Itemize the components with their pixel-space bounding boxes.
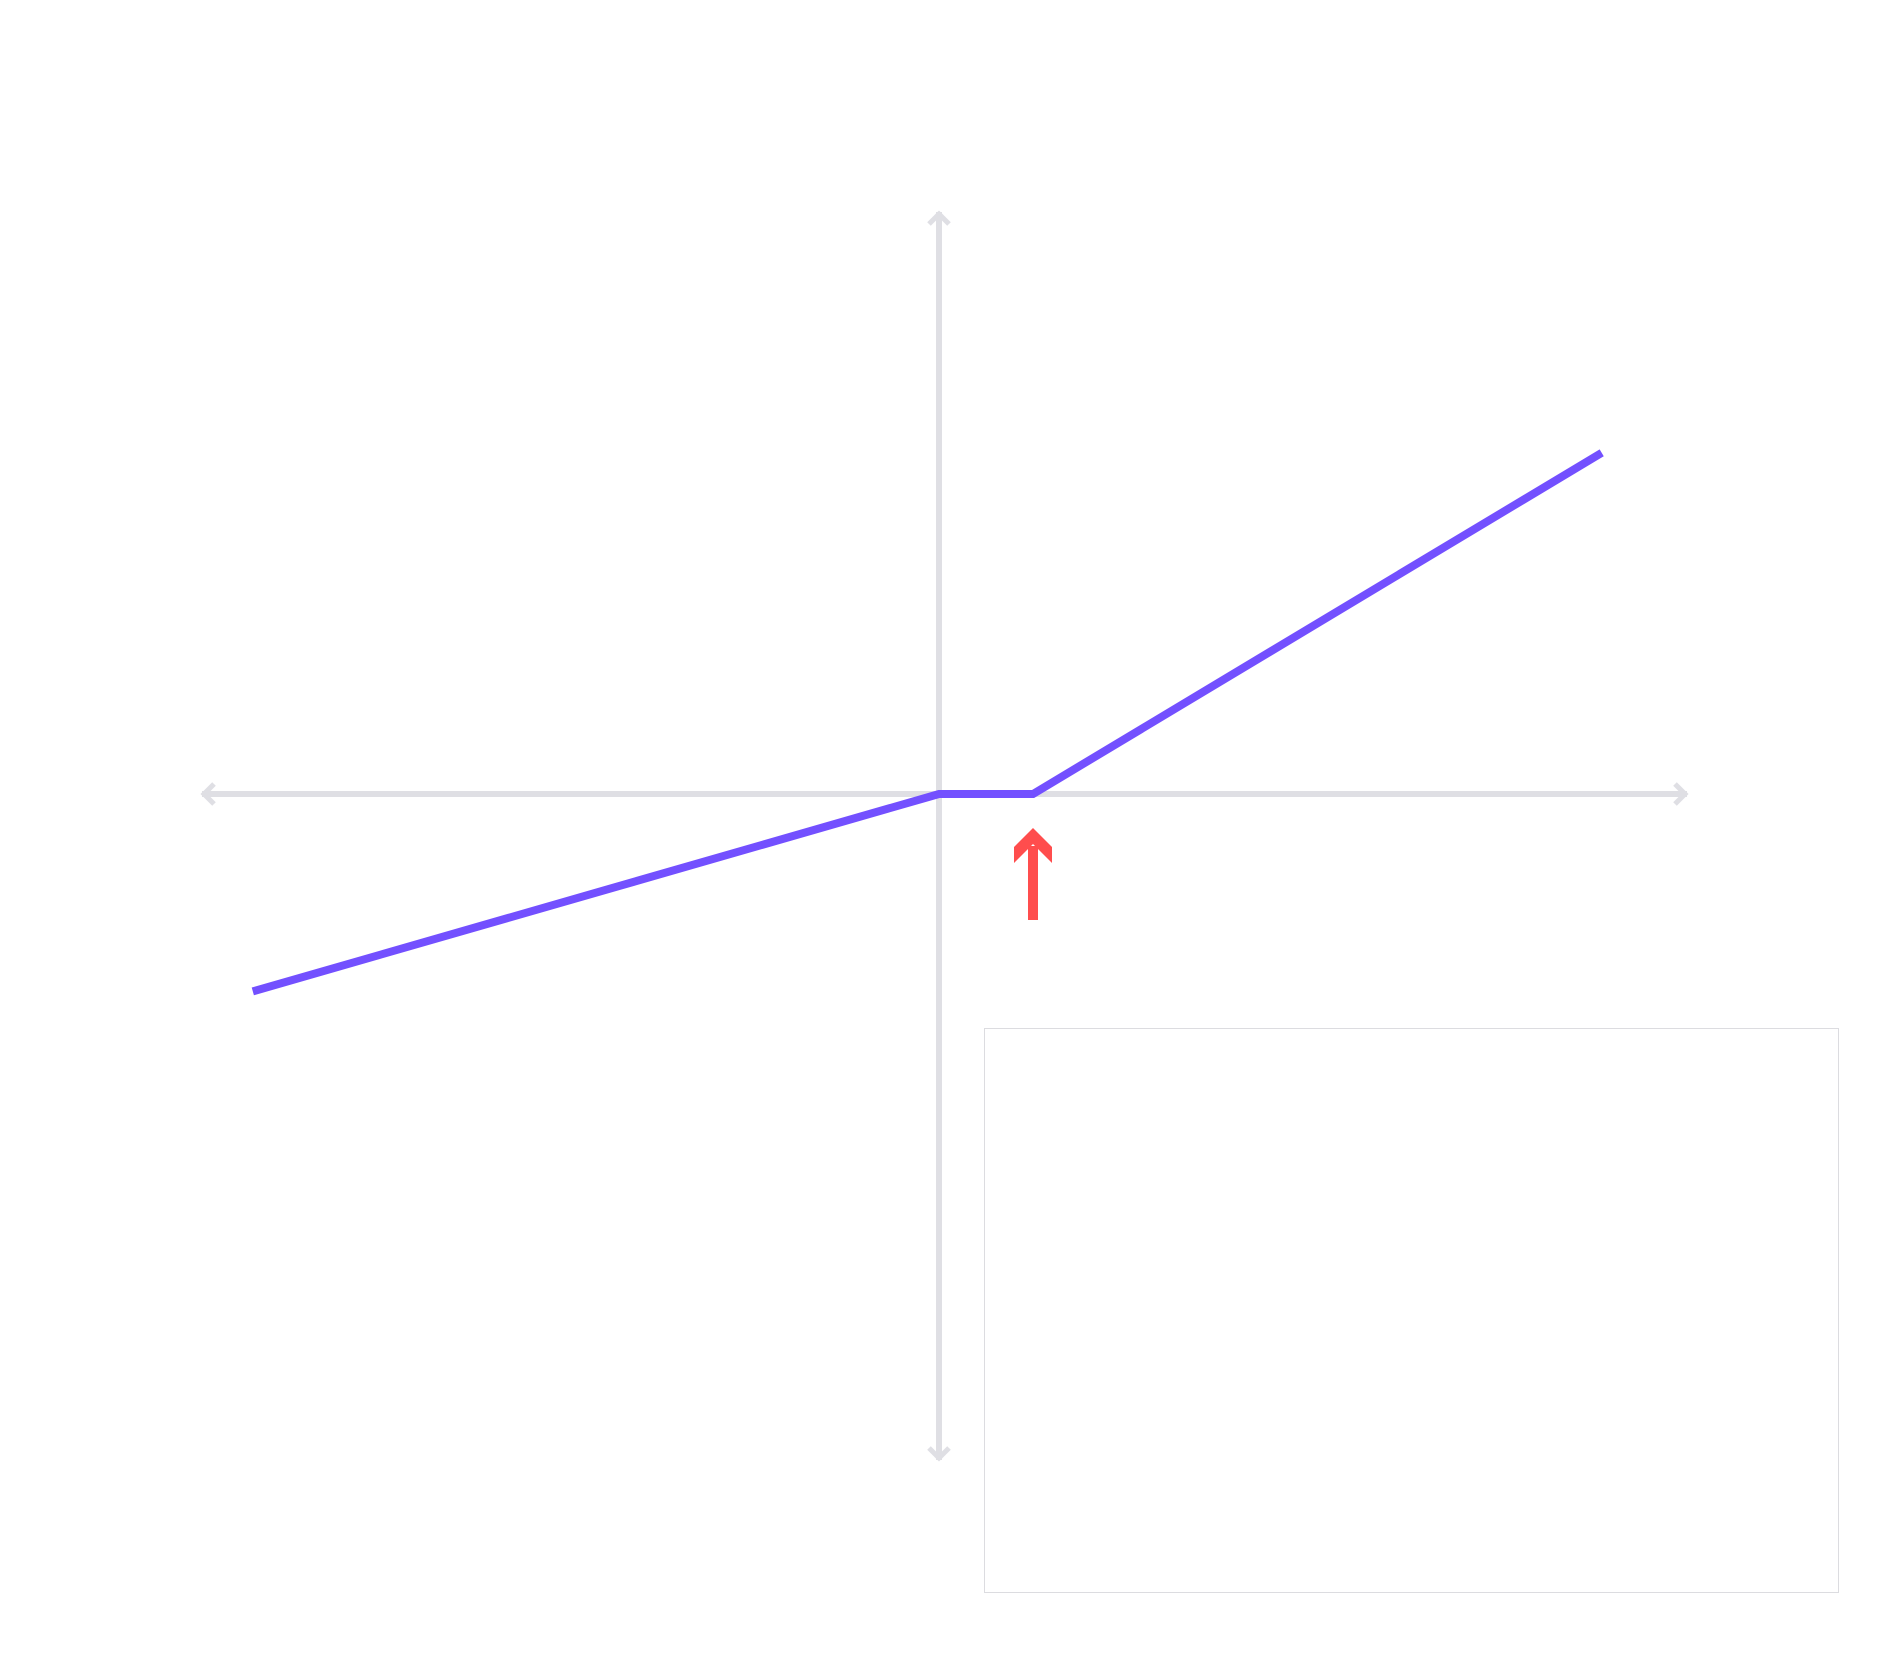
marker-arrow-up-icon: [1014, 828, 1052, 863]
y-axis-up-arrow-icon: [927, 210, 951, 226]
series: [251, 449, 1604, 996]
empty-panel: [984, 1028, 1839, 1593]
x-axis-right-arrow-icon: [1673, 782, 1689, 806]
x-axis-left-arrow-icon: [200, 782, 216, 806]
annotations: [1014, 828, 1052, 920]
marker-arrow-shaft: [1028, 846, 1038, 920]
series-line: [251, 449, 1604, 996]
y-axis-down-arrow-icon: [927, 1446, 951, 1462]
